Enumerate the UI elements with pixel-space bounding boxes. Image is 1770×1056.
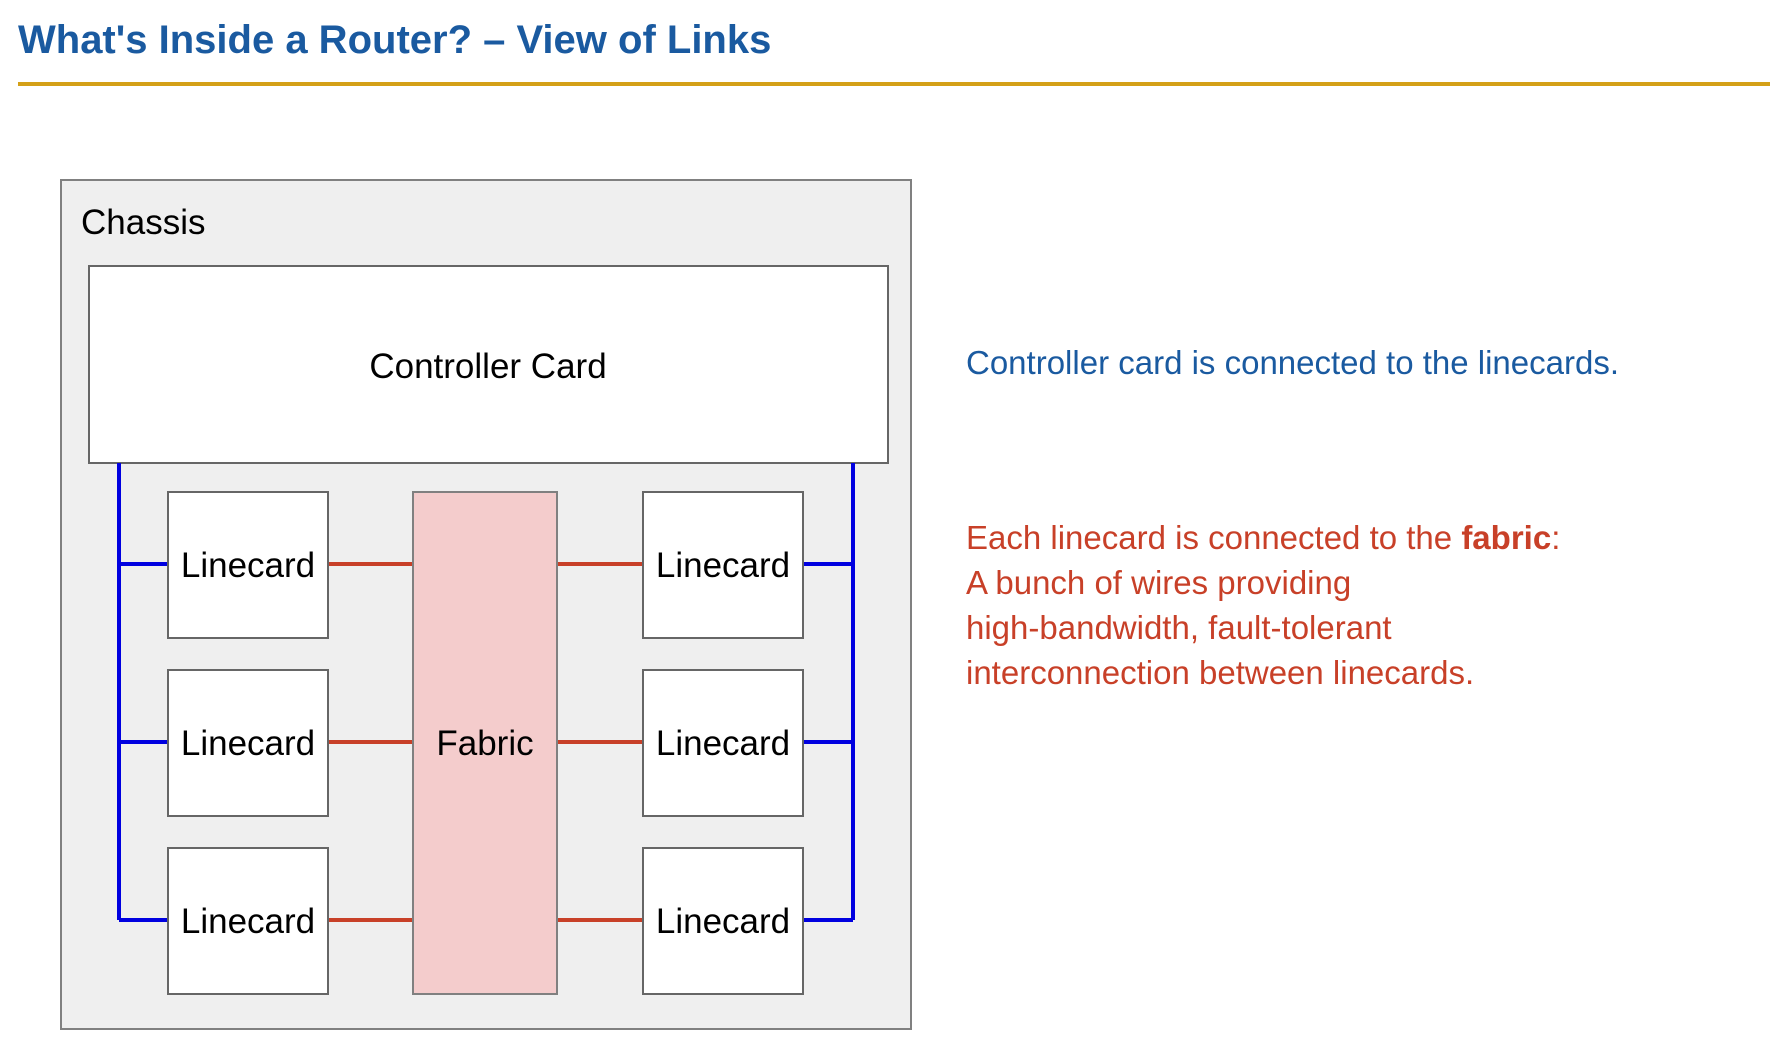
linecard-right-3 xyxy=(642,847,804,995)
fabric-note-line-3: high-bandwidth, fault-tolerant xyxy=(966,609,1392,646)
linecard-label: Linecard xyxy=(181,724,315,763)
linecard-right-2 xyxy=(642,669,804,817)
linecard-label: Linecard xyxy=(656,902,790,941)
fabric-box xyxy=(412,491,558,995)
linecard-label: Linecard xyxy=(656,724,790,763)
title-underline xyxy=(18,82,1770,86)
slide-title: What's Inside a Router? – View of Links xyxy=(18,18,772,62)
linecard-right-1 xyxy=(642,491,804,639)
fabric-note-line-1: Each linecard is connected to the fabric… xyxy=(966,515,1746,560)
controller-links xyxy=(117,463,855,922)
fabric-note-line-2: A bunch of wires providing xyxy=(966,564,1352,601)
controller-card xyxy=(88,265,889,464)
linecard-left-1 xyxy=(167,491,329,639)
fabric-note: Each linecard is connected to the fabric… xyxy=(966,515,1746,695)
linecard-left-2 xyxy=(167,669,329,817)
linecard-label: Linecard xyxy=(181,902,315,941)
controller-card-label: Controller Card xyxy=(369,347,606,386)
fabric-note-line-1-end: : xyxy=(1551,519,1561,556)
linecard-left-3 xyxy=(167,847,329,995)
fabric-note-line-4: interconnection between linecards. xyxy=(966,654,1475,691)
fabric-note-line-1-start: Each linecard is connected to the xyxy=(966,519,1462,556)
chassis-label: Chassis xyxy=(81,203,205,242)
fabric-links xyxy=(328,562,643,922)
fabric-keyword: fabric xyxy=(1461,519,1552,556)
fabric-label: Fabric xyxy=(436,724,533,763)
linecard-label: Linecard xyxy=(656,546,790,585)
linecard-label: Linecard xyxy=(181,546,315,585)
controller-note: Controller card is connected to the line… xyxy=(966,344,1620,381)
